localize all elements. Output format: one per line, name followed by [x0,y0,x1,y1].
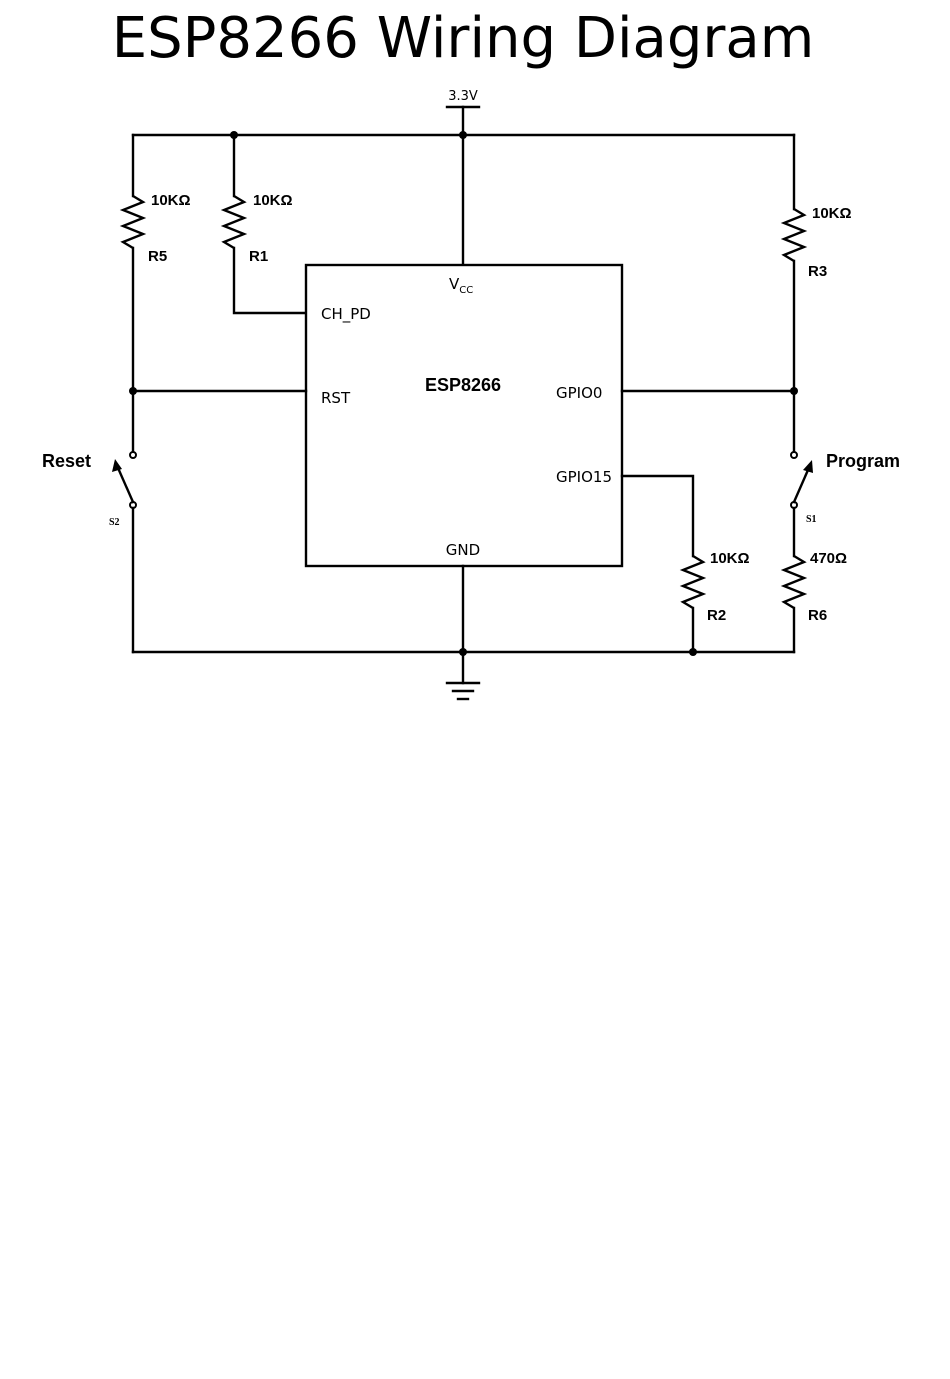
resistor-id: R2 [707,607,726,624]
esp8266-chip: ESP8266 VCC CH_PD RST GPIO0 GPIO15 GND [306,265,622,566]
junction-dot [459,131,467,139]
pin-gpio15: GPIO15 [556,468,612,486]
pin-ch-pd: CH_PD [321,305,371,324]
reset-label: Reset [42,451,91,471]
supply-node: 3.3V [447,89,479,265]
resistor-zigzag [123,196,143,248]
resistor-id: R6 [808,607,827,624]
ch-pd-wire [234,248,306,313]
resistor-value: 10KΩ [710,550,750,567]
resistor-zigzag [224,196,244,248]
switch-lever [794,470,808,502]
junction-dot [689,648,697,656]
resistor-value: 10KΩ [151,192,191,209]
resistor-value: 470Ω [810,550,847,567]
resistor-r1: 10KΩ R1 [224,135,306,313]
resistor-r2: 10KΩ R2 [622,476,750,652]
resistor-id: R3 [808,263,827,280]
resistor-r6: 470Ω R6 [784,508,847,652]
pin-gnd: GND [446,541,480,559]
switch-contact [130,452,136,458]
switch-arrow [803,460,813,473]
resistor-r5: 10KΩ R5 [123,135,191,454]
resistor-r3: 10KΩ R3 [784,135,852,454]
wiring-diagram: 3.3V 10KΩ R5 10KΩ R1 10KΩ R3 ESP8266 VCC… [0,0,950,760]
resistor-id: R1 [249,248,268,265]
pin-rst: RST [321,389,351,407]
supply-label: 3.3V [448,89,478,104]
junction-dot [129,387,137,395]
pin-gpio0: GPIO0 [556,384,602,402]
junction-dot [459,648,467,656]
resistor-zigzag [784,556,804,608]
resistor-zigzag [784,209,804,261]
reset-switch: Reset S2 [42,451,136,652]
switch-arrow [112,459,122,472]
gpio15-wire [622,476,693,556]
program-switch: Program S1 [791,451,900,525]
pin-vcc-sub: CC [459,285,473,296]
resistor-value: 10KΩ [812,205,852,222]
chip-name: ESP8266 [425,375,501,395]
switch-id: S1 [806,514,817,525]
resistor-id: R5 [148,248,167,265]
resistor-value: 10KΩ [253,192,293,209]
switch-lever [118,468,133,502]
program-label: Program [826,451,900,471]
ground-symbol [447,683,479,699]
resistor-zigzag [683,556,703,608]
switch-contact [791,452,797,458]
junction-dot [790,387,798,395]
switch-id: S2 [109,517,120,528]
